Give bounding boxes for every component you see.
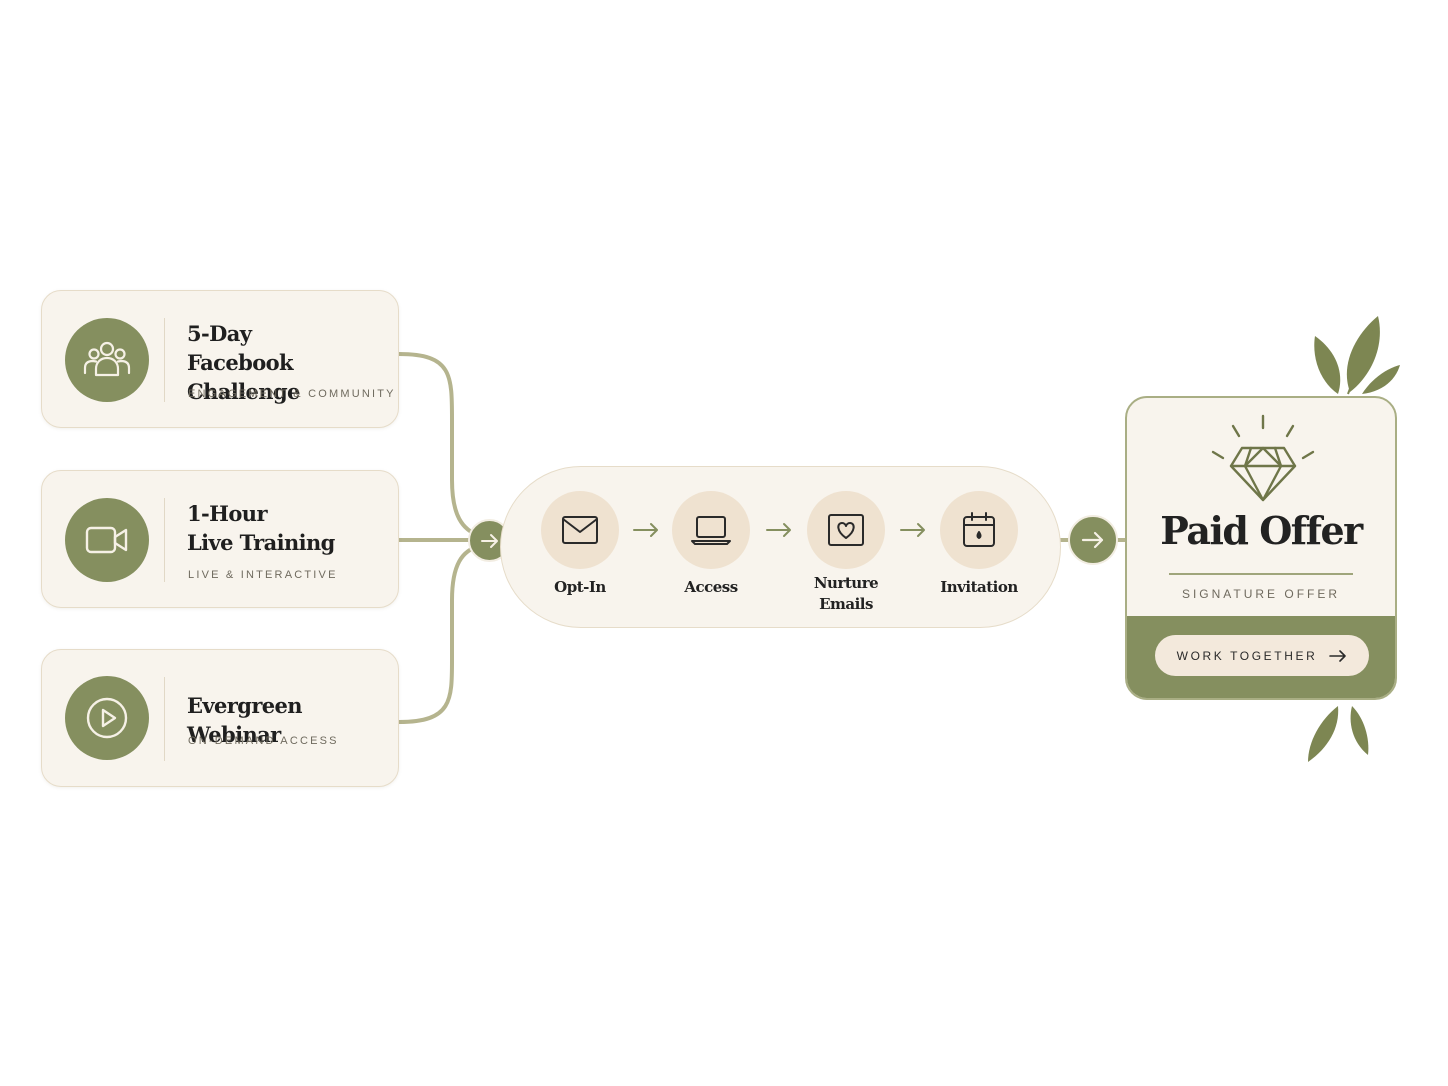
card-divider — [164, 318, 165, 402]
step-label: Opt-In — [554, 578, 606, 596]
work-together-button[interactable]: WORK TOGETHER — [1155, 635, 1369, 676]
output-arrow-icon — [1068, 515, 1118, 565]
arrow-right-icon — [1329, 649, 1347, 662]
source-subtitle: LIVE & INTERACTIVE — [188, 569, 338, 581]
source-title: Evergreen Webinar — [187, 693, 303, 747]
video-camera-icon — [65, 498, 149, 582]
step-access[interactable]: Access — [651, 491, 771, 598]
step-invitation[interactable]: Invitation — [919, 491, 1039, 598]
source-card-live-training[interactable]: 1-Hour Live Training LIVE & INTERACTIVE — [41, 470, 399, 608]
card-divider — [164, 677, 165, 761]
connector-top — [397, 352, 482, 538]
calendar-icon — [940, 491, 1018, 569]
arrow-right-icon — [766, 523, 791, 537]
card-divider — [164, 498, 165, 582]
source-subtitle: ON-DEMAND ACCESS — [188, 735, 339, 747]
step-label: Access — [684, 578, 738, 596]
community-icon — [65, 318, 149, 402]
offer-title: Paid Offer — [1160, 508, 1363, 553]
connector-bottom — [397, 544, 482, 724]
envelope-icon — [541, 491, 619, 569]
leaf-decoration-bottom — [1308, 706, 1369, 762]
source-title: 1-Hour Live Training — [187, 501, 335, 555]
leaf-decoration-top — [1314, 316, 1400, 394]
step-nurture-emails[interactable]: Nurture Emails — [786, 491, 906, 615]
offer-footer: WORK TOGETHER — [1127, 616, 1395, 698]
diamond-icon — [1211, 414, 1315, 502]
laptop-icon — [672, 491, 750, 569]
heart-envelope-icon — [807, 491, 885, 569]
offer-divider — [1169, 573, 1353, 575]
step-opt-in[interactable]: Opt-In — [520, 491, 640, 598]
source-card-facebook-challenge[interactable]: 5-Day Facebook Challenge ENGAGEMENT & CO… — [41, 290, 399, 428]
arrow-right-icon — [633, 523, 658, 537]
source-title: 5-Day Facebook Challenge — [187, 321, 300, 404]
work-together-label: WORK TOGETHER — [1176, 648, 1318, 663]
nurture-pipeline: Opt-In Access Nurture Emails — [500, 466, 1061, 628]
step-label: Invitation — [940, 578, 1018, 596]
paid-offer-card: Paid Offer SIGNATURE OFFER WORK TOGETHER — [1125, 396, 1397, 700]
play-icon — [65, 676, 149, 760]
offer-subtitle: SIGNATURE OFFER — [1181, 587, 1341, 601]
step-label: Nurture Emails — [813, 574, 879, 613]
arrow-right-icon — [900, 523, 925, 537]
source-subtitle: ENGAGEMENT & COMMUNITY — [188, 388, 396, 400]
source-card-evergreen-webinar[interactable]: Evergreen Webinar ON-DEMAND ACCESS — [41, 649, 399, 787]
